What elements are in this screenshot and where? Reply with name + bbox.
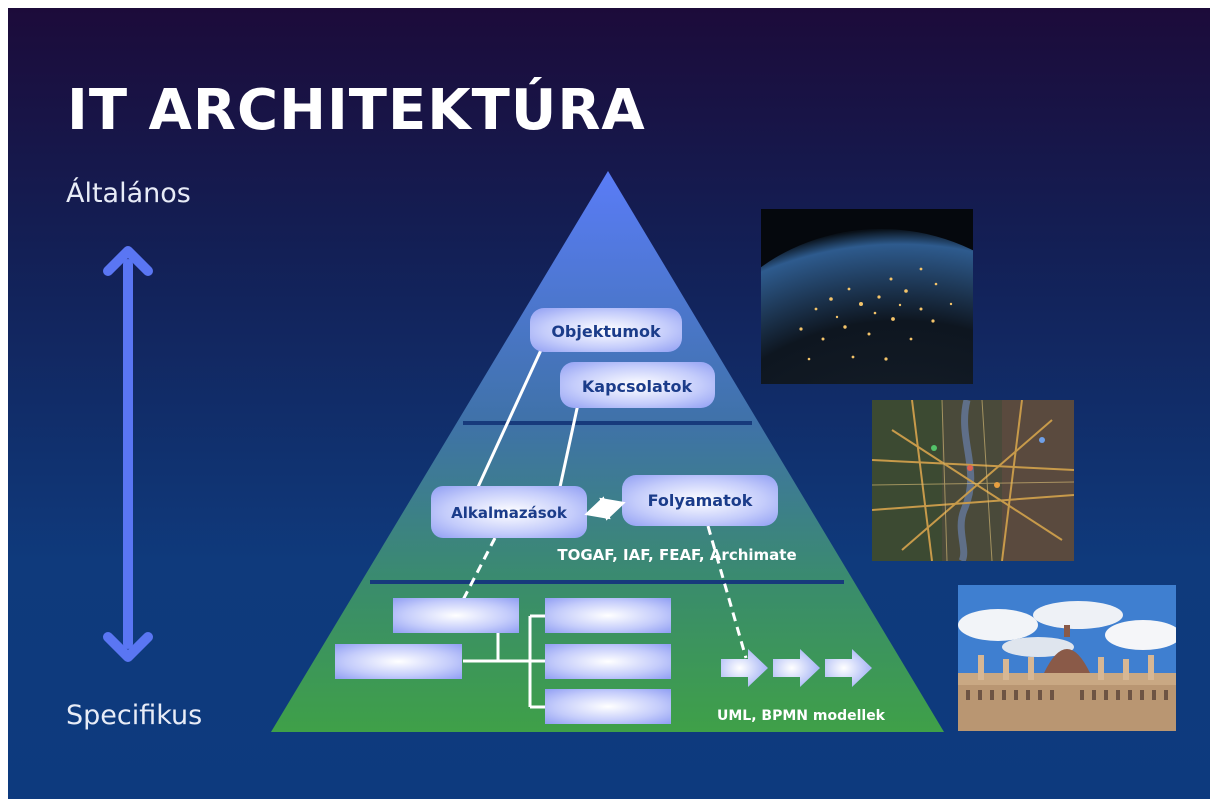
tree-node (335, 644, 462, 679)
applications-box: Alkalmazások (431, 486, 587, 538)
bidirectional-arrow (584, 496, 626, 521)
process-flow-arrows (721, 649, 872, 687)
connector-line (558, 403, 580, 488)
connector-line (476, 349, 543, 488)
frameworks-label: TOGAF, IAF, FEAF, Archimate (557, 546, 796, 564)
tree-node (545, 644, 671, 679)
processes-label: Folyamatok (648, 491, 753, 510)
earth-at-night-image (761, 209, 973, 384)
pyramid-shape (271, 171, 944, 732)
dashed-connector (706, 525, 748, 659)
tree-node (545, 598, 671, 633)
hierarchy-tree (335, 598, 671, 724)
relations-label: Kapcsolatok (582, 377, 693, 396)
slide: IT ARCHITEKTÚRA Általános Specifikus (8, 8, 1210, 799)
general-specific-arrow (103, 246, 153, 662)
process-arrow (721, 649, 768, 687)
processes-box: Folyamatok (622, 475, 778, 526)
general-label: Általános (66, 178, 191, 209)
tree-node (545, 689, 671, 724)
architecture-pyramid-diagram: Objektumok Kapcsolatok Alkalmazások Foly… (103, 171, 944, 732)
parliament-building-image (958, 585, 1176, 731)
objects-label: Objektumok (551, 322, 661, 341)
applications-label: Alkalmazások (451, 504, 568, 522)
process-arrow (773, 649, 820, 687)
slide-title: IT ARCHITEKTÚRA (67, 78, 646, 143)
tree-node (393, 598, 519, 633)
city-map-image (872, 400, 1074, 561)
models-label: UML, BPMN modellek (717, 708, 886, 724)
relations-box: Kapcsolatok (560, 362, 715, 408)
specific-label: Specifikus (66, 700, 203, 731)
objects-box: Objektumok (530, 308, 682, 352)
process-arrow (825, 649, 872, 687)
dashed-connector (461, 537, 497, 601)
